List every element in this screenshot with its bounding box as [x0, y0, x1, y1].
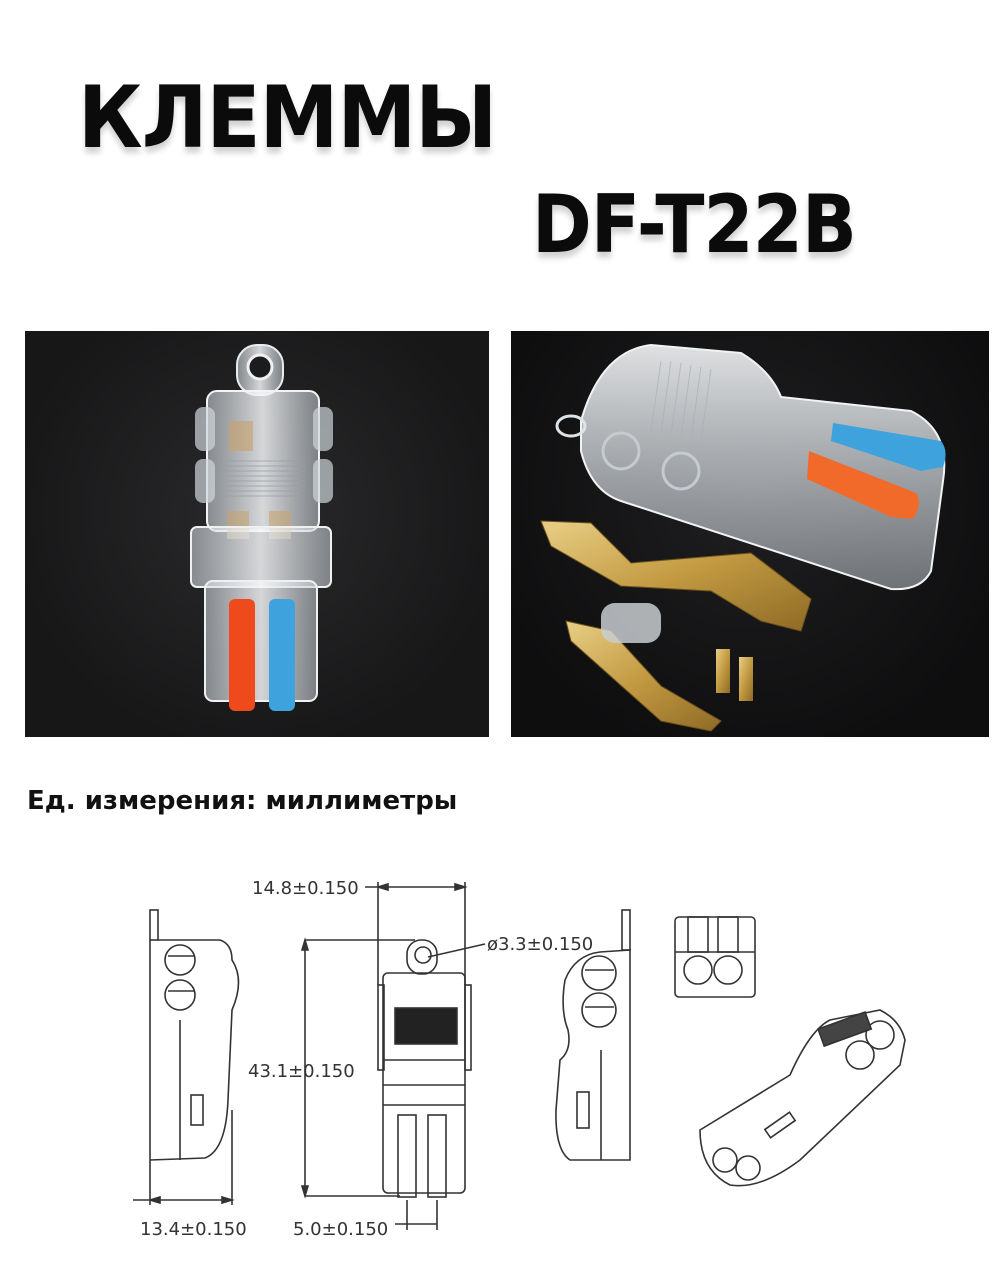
blue-lever: [269, 599, 295, 711]
orange-lever: [807, 451, 919, 519]
side-view-left: [149, 909, 240, 1161]
units-label: Ед. измерения: миллиметры: [27, 786, 458, 816]
dim-side-depth: 13.4±0.150: [140, 1219, 247, 1240]
technical-drawing: 14.8±0.150 ø3.3±0.150 43.1±0.150 13.4±0.…: [133, 878, 906, 1240]
connector-front-illustration: [190, 344, 333, 711]
dim-height: 43.1±0.150: [248, 1061, 355, 1082]
brass-contact-long: [540, 520, 812, 632]
dim-hole-diameter: ø3.3±0.150: [487, 934, 593, 955]
page-title: КЛЕММЫ: [78, 68, 497, 168]
orange-lever: [229, 599, 255, 711]
product-photo-angled: [511, 331, 989, 737]
end-view: [674, 916, 756, 998]
model-number: DF-T22B: [532, 178, 857, 271]
front-view: [377, 939, 472, 1198]
isometric-view: [699, 1009, 906, 1187]
product-photo-front: [25, 331, 489, 737]
blue-lever: [831, 423, 946, 471]
dim-lever-pitch: 5.0±0.150: [293, 1219, 388, 1240]
dim-width-top: 14.8±0.150: [252, 878, 359, 899]
connector-angled-illustration: [540, 343, 946, 732]
side-view-right: [555, 909, 631, 1161]
